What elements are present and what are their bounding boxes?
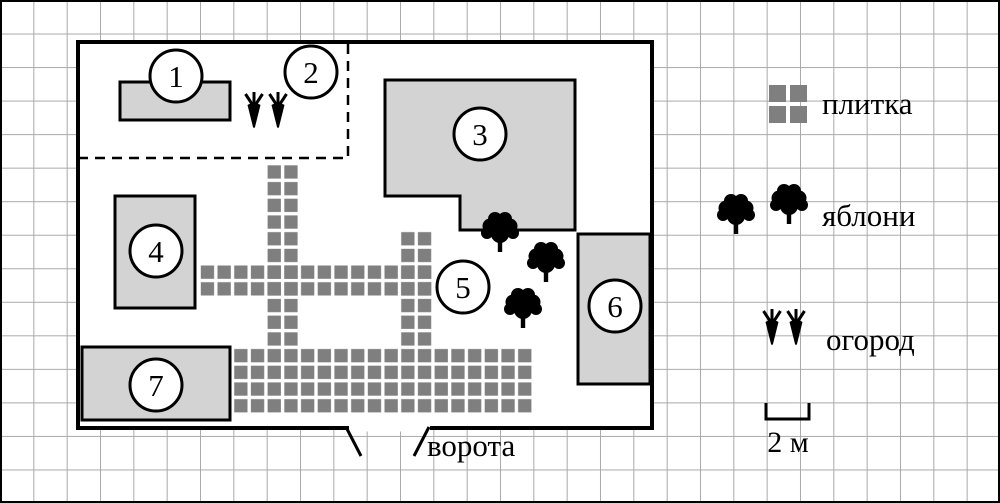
legend-label-tiles: плитка	[822, 86, 913, 121]
marker-3-label: 3	[472, 117, 488, 152]
gate-opening	[349, 424, 430, 432]
scale-label: 2 м	[767, 426, 809, 459]
marker-2: 2	[283, 44, 339, 100]
marker-7: 7	[128, 357, 184, 413]
marker-2-label: 2	[303, 55, 319, 90]
gate-leaf-left	[344, 426, 363, 457]
legend-label-garden: огород	[826, 322, 915, 357]
marker-7-circle	[128, 357, 184, 413]
tile-area-front-yard	[232, 347, 533, 414]
legend-label-trees: яблони	[822, 198, 915, 233]
legend: плитка яблони огород 2 м	[717, 85, 915, 459]
marker-1: 1	[148, 48, 204, 104]
building-1	[118, 80, 232, 122]
garden-region-dashed-border	[80, 44, 350, 160]
scale-bracket	[764, 403, 811, 421]
marker-2-circle	[283, 44, 339, 100]
marker-4-circle	[128, 223, 184, 279]
marker-1-label: 1	[168, 59, 184, 94]
gates-label: ворота	[427, 428, 515, 463]
marker-7-label: 7	[148, 368, 164, 403]
marker-4-label: 4	[148, 234, 164, 269]
marker-4: 4	[128, 223, 184, 279]
marker-5-circle	[435, 259, 491, 315]
marker-1-circle	[148, 48, 204, 104]
marker-5-label: 5	[455, 270, 471, 305]
tile-path-horizontal	[198, 263, 433, 298]
marker-6-label: 6	[607, 289, 623, 324]
tiles-icon	[769, 85, 807, 123]
marker-6-circle	[587, 278, 643, 334]
marker-5: 5	[435, 259, 491, 315]
marker-3: 3	[452, 106, 508, 162]
marker-6: 6	[587, 278, 643, 334]
marker-3-circle	[452, 106, 508, 162]
gate-leaf-right	[412, 426, 431, 457]
tile-path-vertical-left	[265, 163, 300, 348]
tile-path-vertical-right	[399, 230, 433, 348]
